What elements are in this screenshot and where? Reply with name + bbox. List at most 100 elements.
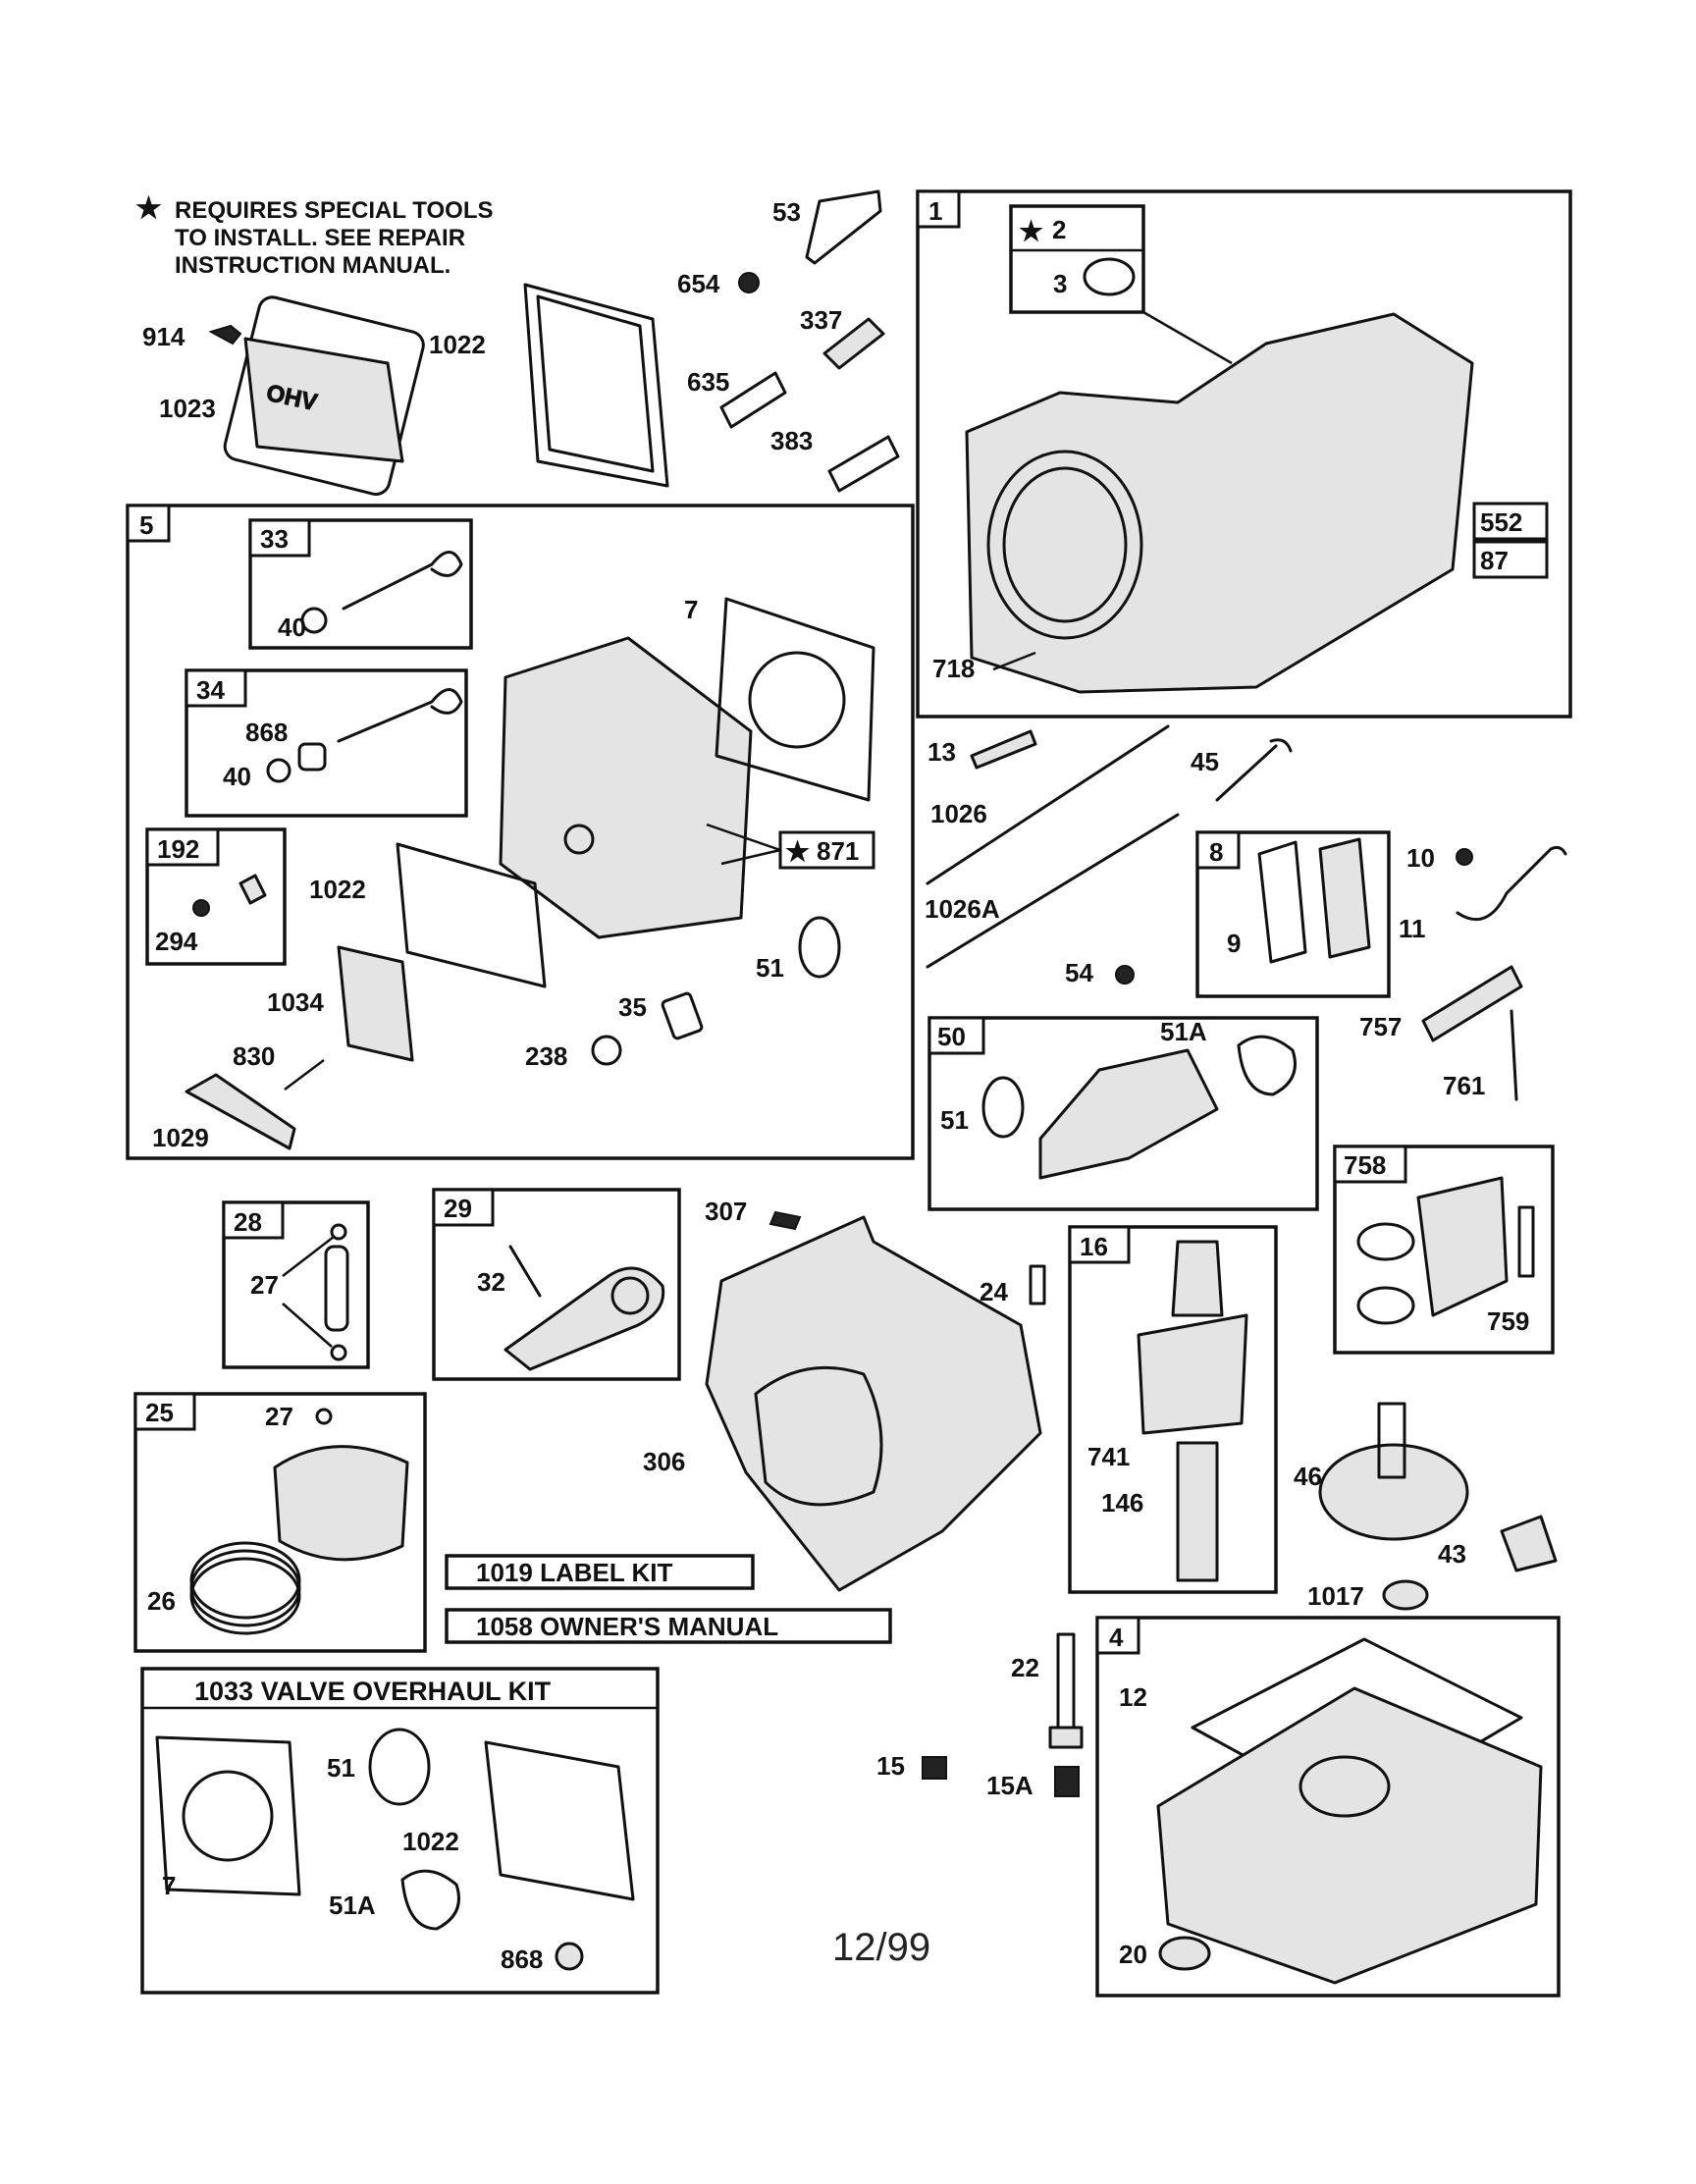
panel-1-number: 1 — [928, 196, 942, 226]
tappet-45-part — [1215, 738, 1293, 802]
kit-head-gasket — [155, 1735, 301, 1896]
label-830: 830 — [233, 1041, 275, 1071]
panel-25-number: 25 — [145, 1398, 174, 1427]
gasket-51a-part — [1237, 1035, 1297, 1096]
screw-54-part — [1115, 965, 1135, 985]
pushrod-1026a-part — [926, 813, 1180, 969]
breather-tube-53 — [805, 189, 882, 265]
label-11: 11 — [1399, 914, 1426, 943]
panel-25-frame — [133, 1392, 427, 1653]
label-15a: 15A — [986, 1771, 1034, 1800]
star-icon: ★ — [135, 192, 162, 225]
oring-51-b-part — [981, 1076, 1025, 1139]
kit-head-gasket-bore — [182, 1770, 274, 1862]
label-757: 757 — [1359, 1012, 1402, 1041]
plate-1034-part — [337, 945, 414, 1062]
label-741: 741 — [1087, 1442, 1130, 1471]
panel-192-number: 192 — [157, 834, 199, 864]
pin-759-part — [1517, 1205, 1535, 1278]
bracket-758-part — [1416, 1176, 1509, 1317]
kit-label-51a: 51A — [329, 1891, 376, 1920]
kit-label-1022: 1022 — [402, 1827, 459, 1856]
label-51-b: 51 — [940, 1105, 969, 1135]
spring-35-part — [661, 991, 704, 1040]
panel-50-frame — [928, 1016, 1319, 1211]
head-gasket-bore — [748, 651, 846, 749]
tag-87 — [1472, 540, 1549, 579]
label-914: 914 — [142, 322, 186, 351]
label-53: 53 — [772, 197, 801, 227]
label-10: 10 — [1406, 843, 1435, 873]
valve-cover-part — [243, 337, 404, 463]
sump-4-part — [1156, 1686, 1543, 1985]
label-871: 871 — [817, 836, 859, 866]
panel-16-tag — [1068, 1225, 1131, 1264]
panel-8-frame — [1195, 830, 1391, 998]
governor-43-part — [1500, 1515, 1558, 1572]
panel-4-tag — [1095, 1616, 1140, 1655]
label-kit-text: 1019 LABEL KIT — [476, 1558, 672, 1587]
label-718: 718 — [932, 654, 975, 683]
screw-10-part — [1456, 848, 1473, 866]
valve-kit-title: 1033 VALVE OVERHAUL KIT — [194, 1677, 552, 1706]
panel-34-tag — [185, 668, 247, 708]
pushrod-1026-part — [926, 724, 1170, 885]
panel-16-crankshaft: 16 741 146 — [1068, 1225, 1278, 1594]
seal-3-part — [1083, 257, 1136, 296]
cylinder-head-part — [499, 636, 753, 939]
lead-27-a — [282, 1236, 335, 1277]
label-1017: 1017 — [1307, 1581, 1364, 1611]
tag-552 — [1472, 502, 1549, 541]
clip-27-c — [315, 1408, 333, 1425]
panel-758-number: 758 — [1344, 1150, 1386, 1180]
stud-830-part — [284, 1059, 325, 1091]
pin-718-part — [992, 651, 1036, 671]
label-24: 24 — [980, 1277, 1008, 1306]
seal-20-part — [1158, 1936, 1211, 1971]
head-gasket-7-part — [715, 597, 875, 802]
label-1023: 1023 — [159, 394, 216, 423]
label-13: 13 — [928, 737, 956, 767]
breather-parts: 53 654 337 635 383 — [677, 189, 900, 493]
label-20: 20 — [1119, 1940, 1147, 1969]
head-port-part — [563, 824, 595, 855]
washer-1017-part — [1382, 1579, 1429, 1611]
screw-294-part — [192, 899, 210, 917]
cover-8-part — [1318, 837, 1371, 959]
label-40-b: 40 — [223, 762, 251, 791]
shroud-306-inner — [754, 1365, 883, 1507]
label-15: 15 — [876, 1751, 905, 1781]
connecting-rod-part — [504, 1266, 665, 1371]
label-32: 32 — [477, 1267, 505, 1297]
panel-5-tag — [126, 504, 171, 543]
label-383: 383 — [770, 426, 813, 455]
kit-label-7: 7 — [162, 1871, 176, 1900]
lead-27-b — [282, 1303, 333, 1348]
kit-gasket-51a — [400, 1869, 460, 1931]
lead-871-b — [720, 848, 781, 866]
kit-labels: 1019 LABEL KIT 1058 OWNER'S MANUAL — [445, 1554, 892, 1644]
retainer-40-part — [300, 607, 328, 634]
panel-50-tag — [928, 1016, 985, 1055]
label-1022-top: 1022 — [429, 330, 486, 359]
owners-manual-text: 1058 OWNER'S MANUAL — [476, 1612, 778, 1641]
bearing-758-b — [1356, 1286, 1415, 1325]
cylinder-block-part — [965, 312, 1474, 694]
panel-16-number: 16 — [1080, 1232, 1108, 1261]
cap-238-part — [591, 1035, 622, 1066]
label-22: 22 — [1011, 1653, 1039, 1682]
panel-1-tag — [916, 189, 961, 229]
panel-4-frame — [1095, 1616, 1561, 1998]
label-35: 35 — [618, 992, 647, 1022]
lead-2 — [1142, 310, 1233, 365]
label-9: 9 — [1227, 929, 1241, 958]
label-307: 307 — [705, 1197, 747, 1226]
label-3: 3 — [1053, 269, 1067, 298]
panel-28-number: 28 — [234, 1207, 262, 1237]
panel-2-frame — [1009, 204, 1145, 314]
owners-manual-frame — [445, 1608, 892, 1644]
special-tools-note: ★ REQUIRES SPECIAL TOOLS TO INSTALL. SEE… — [135, 192, 494, 279]
panel-5-cylinder-head: 5 33 40 34 868 40 192 294 7 ★ 871 1022 — [126, 504, 915, 1160]
kit-seal-868 — [555, 1942, 584, 1971]
exhaust-valve-33 — [342, 551, 463, 611]
